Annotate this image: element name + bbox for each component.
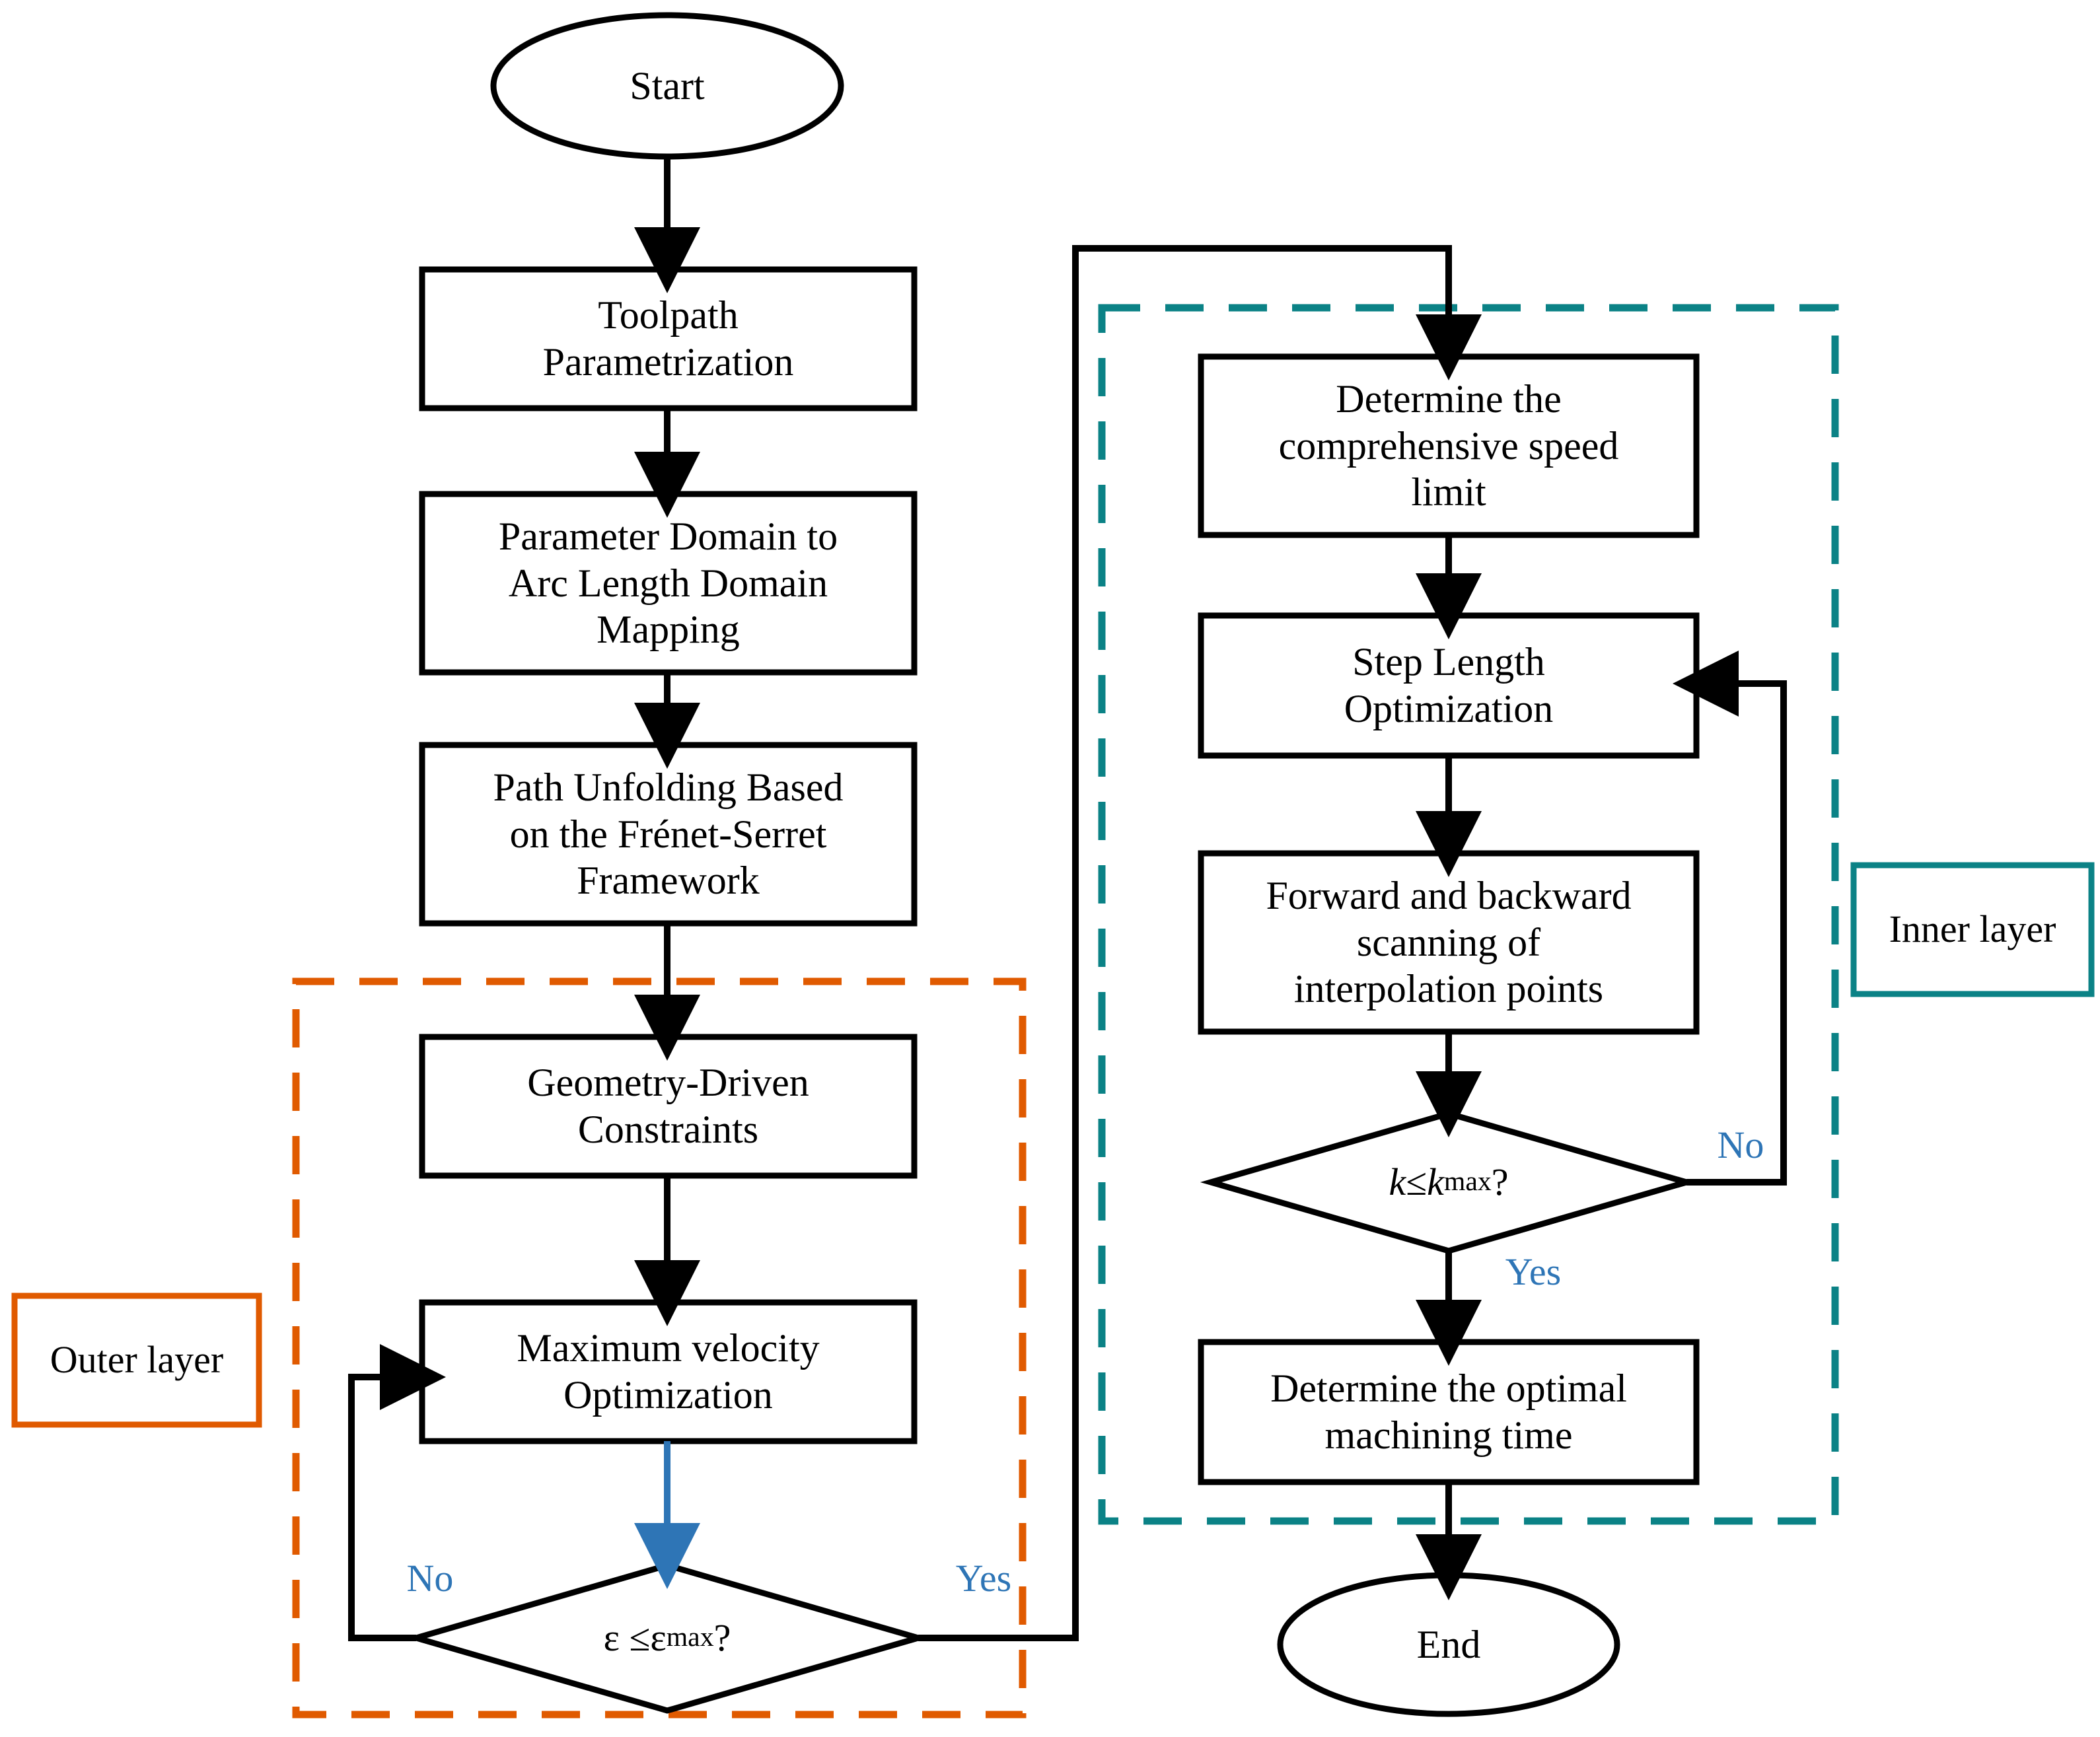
start-ellipse <box>490 12 844 160</box>
end-ellipse <box>1277 1572 1620 1717</box>
step-length-box <box>1198 612 1700 759</box>
epsilon-decision-diamond <box>405 1562 929 1714</box>
toolpath-parametrization-box <box>419 266 918 411</box>
outer-layer-region <box>292 977 1027 1719</box>
domain-mapping-box <box>419 491 918 676</box>
max-velocity-box <box>419 1299 918 1444</box>
scanning-box <box>1198 850 1700 1035</box>
inner-layer-region <box>1098 304 1839 1525</box>
edge-k-no-loop <box>1672 651 1787 1186</box>
edge-epsilon-no-loop <box>348 1344 447 1641</box>
speed-limit-box <box>1198 353 1700 538</box>
k-decision-diamond <box>1200 1110 1698 1254</box>
edge-epsilon-yes-to-speedlimit <box>918 245 1482 1641</box>
path-unfolding-box <box>419 742 918 927</box>
machining-time-box <box>1198 1339 1700 1485</box>
outer-layer-legend-box <box>11 1293 262 1428</box>
geometry-constraints-box <box>419 1034 918 1179</box>
inner-layer-legend-box <box>1850 862 2095 997</box>
